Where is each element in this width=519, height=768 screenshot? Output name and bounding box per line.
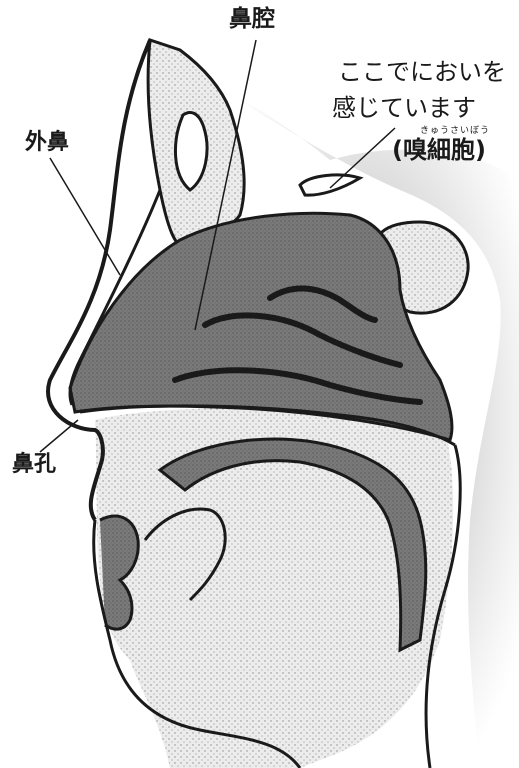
label-olfactory-cells: (嗅細胞) <box>392 138 486 162</box>
label-external-nose: 外鼻 <box>25 132 69 154</box>
label-smell-line1: ここでにおいを <box>338 60 506 84</box>
olfactory-bulb <box>300 175 360 195</box>
label-nostril: 鼻孔 <box>12 454 56 476</box>
label-nasal-cavity: 鼻腔 <box>229 8 275 31</box>
leader-nostril <box>40 420 78 452</box>
label-smell-line2: 感じています <box>332 96 476 120</box>
leader-external-nose <box>50 158 120 275</box>
label-olfactory-ruby: きゅうさいぼう <box>420 127 490 136</box>
